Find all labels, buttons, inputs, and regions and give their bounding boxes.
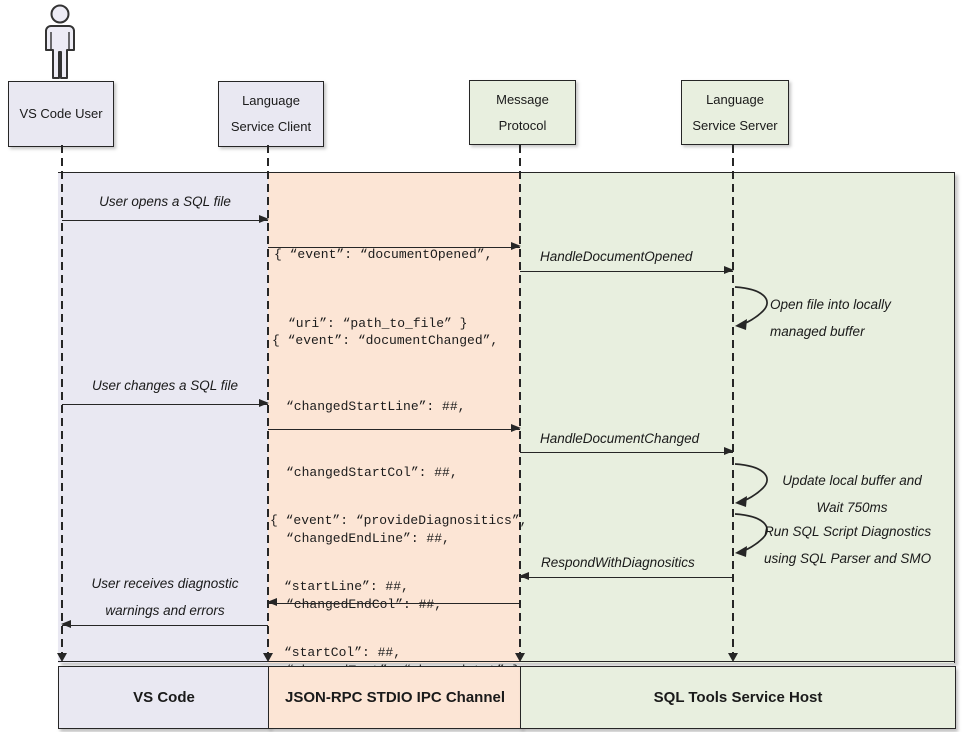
- label-handle-document-changed: HandleDocumentChanged: [540, 431, 700, 446]
- payload-document-opened: { “event”: “documentOpened”, “uri”: “pat…: [274, 197, 492, 381]
- self-loop-open-buffer: [734, 286, 768, 330]
- note-line: using SQL Parser and SMO: [764, 551, 932, 566]
- note-open-buffer: Open file into locally managed buffer: [770, 291, 891, 345]
- self-loop-update-buffer: [734, 463, 768, 507]
- payload-line: “startCol”: ##,: [284, 645, 402, 660]
- actor-box-message-protocol: Message Protocol: [469, 80, 576, 145]
- user-actor-icon: [45, 4, 75, 79]
- payload-line: “startLine”: ##,: [284, 579, 409, 594]
- arrow-handle-document-changed: [520, 447, 734, 456]
- note-line: Update local buffer and: [782, 473, 922, 488]
- payload-line: { “event”: “documentChanged”,: [272, 333, 499, 348]
- payload-line: { “event”: “provideDiagnositics”,: [270, 513, 528, 528]
- payload-line: “changedStartCol”: ##,: [286, 465, 458, 480]
- lifeline-end-arrow: [263, 653, 273, 662]
- payload-line: “uri”: “path_to_file” }: [288, 316, 468, 331]
- actor-box-language-service-client: Language Service Client: [218, 81, 324, 147]
- note-update-buffer: Update local buffer and Wait 750ms: [764, 467, 940, 521]
- payload-line: “changedEndLine”: ##,: [286, 531, 450, 546]
- lifeline-service-server: [732, 145, 734, 659]
- swimlane-background: [58, 172, 955, 663]
- actor-label: Service Client: [230, 119, 312, 134]
- payload-line: { “event”: “documentOpened”,: [274, 247, 493, 262]
- note-line: Open file into locally: [770, 297, 891, 312]
- arrow-provide-diagnostics-payload: [267, 598, 520, 607]
- arrow-respond-with-diagnostics: [519, 572, 733, 581]
- bottom-boundary-line: [58, 661, 954, 662]
- arrow-handle-document-opened: [520, 266, 734, 275]
- actor-box-vscode-user: VS Code User: [8, 81, 114, 147]
- arrow-document-opened-payload: [268, 242, 521, 251]
- payload-line: “changedStartLine”: ##,: [286, 399, 466, 414]
- actor-label: VS Code User: [19, 106, 103, 121]
- payload-line: “changedEndCol”: ##,: [286, 597, 443, 612]
- lane-label: VS Code: [133, 689, 195, 706]
- lifeline-vscode-user: [61, 145, 63, 659]
- arrow-user-receives: [61, 620, 268, 629]
- note-line: Run SQL Script Diagnostics: [764, 524, 932, 539]
- lane-box-service-host: SQL Tools Service Host: [520, 666, 956, 729]
- actor-label: Protocol: [498, 117, 547, 133]
- arrow-document-changed-payload: [268, 424, 521, 433]
- label-respond-with-diagnostics: RespondWithDiagnositics: [541, 555, 695, 570]
- lifeline-end-arrow: [515, 653, 525, 662]
- lifeline-end-arrow: [728, 653, 738, 662]
- lifeline-end-arrow: [57, 653, 67, 662]
- lane-vscode: [58, 173, 268, 663]
- arrow-user-changes: [62, 399, 269, 408]
- actor-box-language-service-server: Language Service Server: [681, 80, 789, 145]
- actor-label: Message: [496, 91, 549, 107]
- lane-label: SQL Tools Service Host: [653, 689, 823, 706]
- lane-label: JSON-RPC STDIO IPC Channel: [284, 689, 506, 706]
- actor-label: Language: [242, 93, 300, 108]
- label-user-opens: User opens a SQL file: [99, 194, 231, 209]
- note-line: Wait 750ms: [816, 500, 888, 515]
- lane-ipc-channel: [268, 173, 520, 663]
- note-run-diagnostics: Run SQL Script Diagnostics using SQL Par…: [764, 518, 931, 572]
- arrow-user-opens: [62, 215, 269, 224]
- label-user-changes: User changes a SQL file: [91, 378, 239, 393]
- label-line: warnings and errors: [105, 603, 225, 618]
- lane-box-ipc-channel: JSON-RPC STDIO IPC Channel: [268, 666, 522, 729]
- label-user-receives: User receives diagnostic warnings and er…: [62, 570, 268, 624]
- self-loop-run-diagnostics: [734, 513, 768, 557]
- lifeline-message-protocol: [519, 145, 521, 659]
- note-line: managed buffer: [770, 324, 865, 339]
- actor-label: Language: [706, 91, 764, 107]
- label-handle-document-opened: HandleDocumentOpened: [540, 249, 693, 264]
- lane-service-host: [520, 173, 954, 663]
- lane-box-vscode: VS Code: [58, 666, 270, 729]
- label-line: User receives diagnostic: [91, 576, 239, 591]
- actor-label: Service Server: [692, 117, 778, 133]
